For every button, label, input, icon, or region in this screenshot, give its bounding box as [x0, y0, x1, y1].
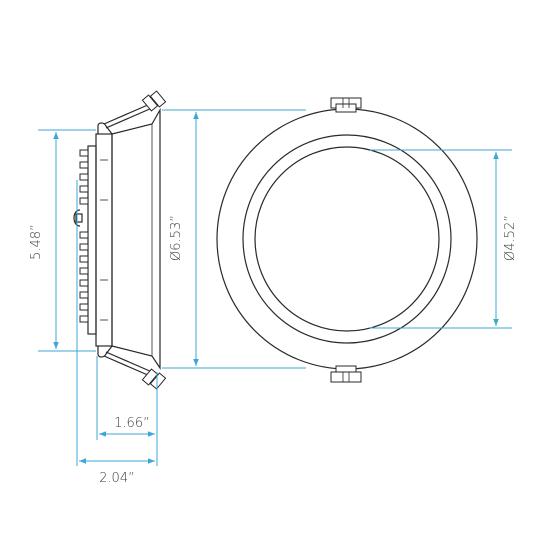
dimension-depth-total: 2.04” [76, 180, 155, 486]
front-lens-ring [242, 134, 452, 344]
height-label: 5.48” [29, 224, 44, 260]
side-spring-clip-bottom [97, 345, 167, 390]
dimension-depth-body: 1.66” [96, 356, 158, 466]
dimension-height: 5.48” [29, 129, 96, 352]
side-body-housing [95, 133, 113, 347]
inner-diameter-label: Ø4.52” [503, 215, 518, 261]
dimension-outer-diameter: Ø6.53” [162, 109, 306, 369]
side-connector-plug [75, 213, 83, 223]
side-connector [73, 209, 81, 227]
side-heatsink-fins [79, 149, 108, 330]
front-lens [254, 146, 440, 332]
side-spring-clip-top [97, 90, 167, 135]
front-clip-bottom [330, 365, 362, 383]
dimension-inner-diameter: Ø4.52” [370, 149, 518, 329]
front-view [216, 97, 478, 383]
depth-body-label: 1.66” [114, 416, 150, 431]
side-view [73, 90, 167, 390]
side-body-back-plate [87, 145, 97, 335]
side-trim-flange [111, 107, 161, 370]
depth-total-label: 2.04” [99, 471, 135, 486]
front-clip-top [330, 97, 362, 113]
outer-diameter-label: Ø6.53” [169, 215, 184, 261]
front-outer-trim [216, 108, 478, 370]
